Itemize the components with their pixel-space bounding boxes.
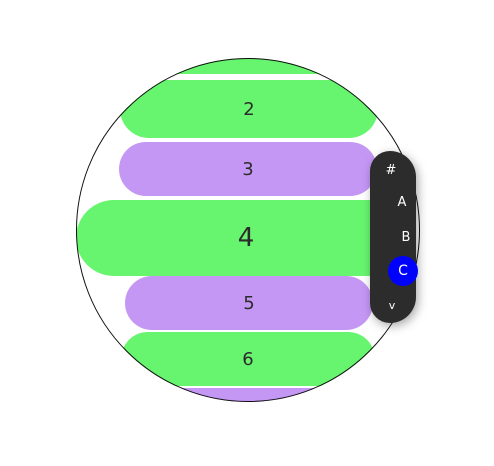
- index-b[interactable]: B: [401, 230, 411, 245]
- list-item-label: 6: [242, 348, 254, 370]
- index-hash[interactable]: #: [385, 163, 397, 178]
- list-item-label: 4: [237, 223, 255, 253]
- list-item-label: 3: [242, 158, 254, 180]
- list-item[interactable]: 7: [128, 388, 372, 402]
- list-item[interactable]: [120, 58, 376, 74]
- list-item[interactable]: 3: [119, 142, 377, 196]
- list-item[interactable]: 6: [121, 332, 375, 386]
- list-item-label: 2: [243, 98, 255, 120]
- chevron-down-icon[interactable]: v: [388, 299, 396, 312]
- index-a[interactable]: A: [397, 195, 407, 210]
- list-item[interactable]: 2: [120, 80, 378, 138]
- list-item[interactable]: 5: [125, 276, 373, 330]
- list-item-focused[interactable]: 4: [76, 200, 416, 276]
- list-item-label: 5: [243, 292, 255, 314]
- round-watch-screen: 2 3 4 5 6 7: [76, 58, 420, 402]
- alphabet-index-bar[interactable]: # A B C v: [370, 151, 418, 323]
- index-c-selected[interactable]: C: [388, 256, 418, 286]
